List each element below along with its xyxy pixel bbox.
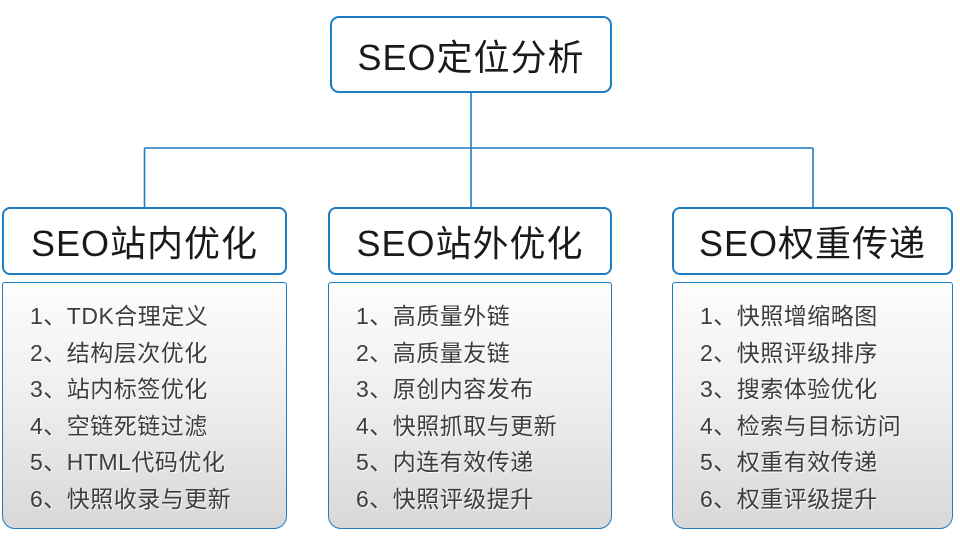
branch-title: SEO权重传递	[698, 223, 927, 264]
list-item: 1、快照增缩略图	[700, 303, 878, 329]
list-item: 3、站内标签优化	[30, 376, 208, 402]
item-list: 1、TDK合理定义 2、结构层次优化 3、站内标签优化 4、空链死链过滤 5、HTML代…	[3, 283, 286, 517]
root-title: SEO定位分析	[357, 36, 585, 78]
root-node: SEO定位分析	[330, 16, 612, 93]
branch-header: SEO权重传递	[672, 207, 953, 275]
branch-panel: 1、高质量外链 2、高质量友链 3、原创内容发布 4、快照抓取与更新 5、内连有效传递 6…	[328, 282, 612, 529]
branch-title: SEO站内优化	[30, 223, 259, 264]
branch-header: SEO站外优化	[328, 207, 612, 275]
branch-column: SEO站外优化 1、高质量外链 2、高质量友链 3、原创内容发布 4、快照抓取与更新 5…	[328, 207, 612, 529]
branch-column: SEO权重传递 1、快照增缩略图 2、快照评级排序 3、搜索体验优化 4、检索与目标访…	[672, 207, 953, 529]
list-item: 3、原创内容发布	[356, 376, 534, 402]
list-item: 4、空链死链过滤	[30, 412, 208, 439]
list-item: 5、HTML代码优化	[30, 449, 226, 475]
list-item: 5、内连有效传递	[356, 449, 534, 475]
list-item: 4、快照抓取与更新	[356, 412, 558, 439]
list-item: 2、结构层次优化	[30, 339, 208, 366]
list-item: 6、快照评级提升	[356, 485, 534, 512]
item-list: 1、快照增缩略图 2、快照评级排序 3、搜索体验优化 4、检索与目标访问 5、权重有效传…	[673, 283, 952, 517]
list-item: 1、高质量外链	[356, 303, 511, 329]
list-item: 3、搜索体验优化	[700, 376, 878, 402]
branch-panel: 1、TDK合理定义 2、结构层次优化 3、站内标签优化 4、空链死链过滤 5、HTML代…	[2, 282, 287, 529]
list-item: 2、快照评级排序	[700, 339, 878, 366]
list-item: 6、权重评级提升	[700, 485, 878, 512]
branch-title: SEO站外优化	[356, 223, 584, 264]
list-item: 1、TDK合理定义	[30, 303, 209, 329]
branch-column: SEO站内优化 1、TDK合理定义 2、结构层次优化 3、站内标签优化 4、空链死链过…	[2, 207, 287, 529]
branch-header: SEO站内优化	[2, 207, 287, 275]
list-item: 6、快照收录与更新	[30, 485, 232, 512]
list-item: 5、权重有效传递	[700, 449, 878, 475]
item-list: 1、高质量外链 2、高质量友链 3、原创内容发布 4、快照抓取与更新 5、内连有效传递 6…	[329, 283, 611, 517]
list-item: 2、高质量友链	[356, 339, 511, 366]
list-item: 4、检索与目标访问	[700, 412, 902, 439]
branch-panel: 1、快照增缩略图 2、快照评级排序 3、搜索体验优化 4、检索与目标访问 5、权重有效传…	[672, 282, 953, 529]
